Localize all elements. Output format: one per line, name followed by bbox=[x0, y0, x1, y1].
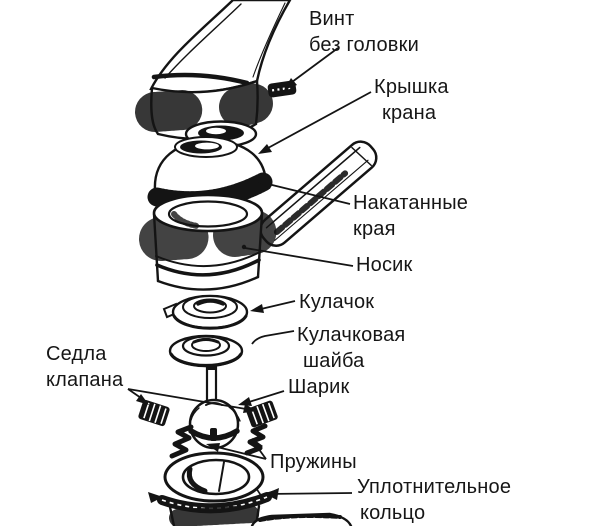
set-screw-leader bbox=[291, 47, 339, 83]
cutoff-part-drawing bbox=[250, 512, 353, 526]
valve-seats-leader-left bbox=[127, 388, 142, 399]
leader-lines bbox=[127, 47, 372, 501]
label-cam-line1: Кулачок bbox=[299, 291, 375, 313]
set-screw-arrowhead bbox=[284, 78, 297, 90]
label-ball: Шарик bbox=[288, 374, 350, 400]
spout-leader-dot bbox=[241, 244, 247, 250]
label-ball-line1: Шарик bbox=[288, 376, 350, 398]
springs-arrowhead-left bbox=[206, 443, 220, 452]
valve-seats-arrowhead-left bbox=[136, 394, 149, 405]
label-knurled-edges-line2: края bbox=[353, 218, 396, 240]
knurled-edges-arrowhead bbox=[258, 180, 272, 189]
springs-leader-left bbox=[216, 446, 267, 460]
seal-ring-tick bbox=[255, 487, 265, 501]
base-body-drawing bbox=[148, 451, 279, 526]
cam-washer-drawing bbox=[168, 334, 244, 368]
label-seal-ring-line1: Уплотнительное bbox=[357, 476, 512, 498]
dome-cap-drawing bbox=[147, 136, 273, 211]
valve-seat-right-drawing bbox=[246, 400, 278, 428]
label-set-screw: Винт без головки bbox=[309, 6, 419, 58]
faucet-cap-leader bbox=[267, 91, 372, 149]
cam-drawing bbox=[162, 294, 249, 330]
seal-ring-leader bbox=[265, 492, 353, 495]
label-valve-seats-line1: Седла bbox=[46, 343, 107, 365]
valve-seat-left-drawing bbox=[138, 399, 170, 427]
label-faucet-cap-line2: крана bbox=[382, 102, 437, 124]
seal-ring-arrowhead bbox=[262, 490, 275, 498]
handle-lever-drawing bbox=[149, 0, 292, 94]
label-springs: Пружины bbox=[270, 449, 357, 475]
ball-leader bbox=[248, 390, 285, 403]
label-set-screw-line2: без головки bbox=[309, 34, 419, 56]
label-spout: Носик bbox=[356, 252, 413, 278]
label-faucet-cap: Крышка крана bbox=[374, 74, 449, 126]
label-faucet-cap-line1: Крышка bbox=[374, 76, 449, 98]
spout-body-drawing bbox=[139, 193, 277, 291]
label-valve-seats: Седла клапана bbox=[46, 341, 123, 393]
springs-leader-right bbox=[257, 447, 267, 460]
label-knurled-edges-line1: Накатанные bbox=[353, 192, 469, 214]
valve-seats-leader-right bbox=[127, 388, 247, 410]
spring-left-drawing bbox=[169, 424, 194, 459]
cam-leader bbox=[260, 300, 296, 310]
label-cam-washer: Кулачковая шайба bbox=[297, 322, 405, 374]
cam-washer-leader bbox=[251, 330, 295, 345]
label-cam: Кулачок bbox=[299, 289, 374, 315]
label-valve-seats-line2: клапана bbox=[46, 369, 124, 391]
label-knurled-edges: Накатанные края bbox=[353, 190, 468, 242]
valve-seats-arrowhead-right bbox=[243, 404, 257, 413]
faucet-cap-arrowhead bbox=[258, 144, 272, 154]
ball-and-stem-drawing bbox=[188, 365, 241, 450]
label-cam-washer-line1: Кулачковая bbox=[297, 324, 406, 346]
ball-arrowhead bbox=[238, 397, 252, 406]
label-springs-line1: Пружины bbox=[270, 451, 357, 473]
spout-leader bbox=[244, 247, 354, 267]
label-set-screw-line1: Винт bbox=[309, 8, 355, 30]
label-seal-ring: Уплотнительное кольцо bbox=[357, 474, 511, 526]
label-spout-line1: Носик bbox=[356, 254, 413, 276]
knurled-edges-leader bbox=[267, 183, 351, 205]
label-cam-washer-line2: шайба bbox=[303, 350, 365, 372]
handle-cap-drawing bbox=[135, 79, 275, 148]
label-seal-ring-line2: кольцо bbox=[360, 502, 426, 524]
spout-arm-drawing bbox=[259, 140, 378, 247]
springs-arrowhead-right bbox=[252, 438, 263, 451]
cam-arrowhead bbox=[250, 304, 264, 313]
